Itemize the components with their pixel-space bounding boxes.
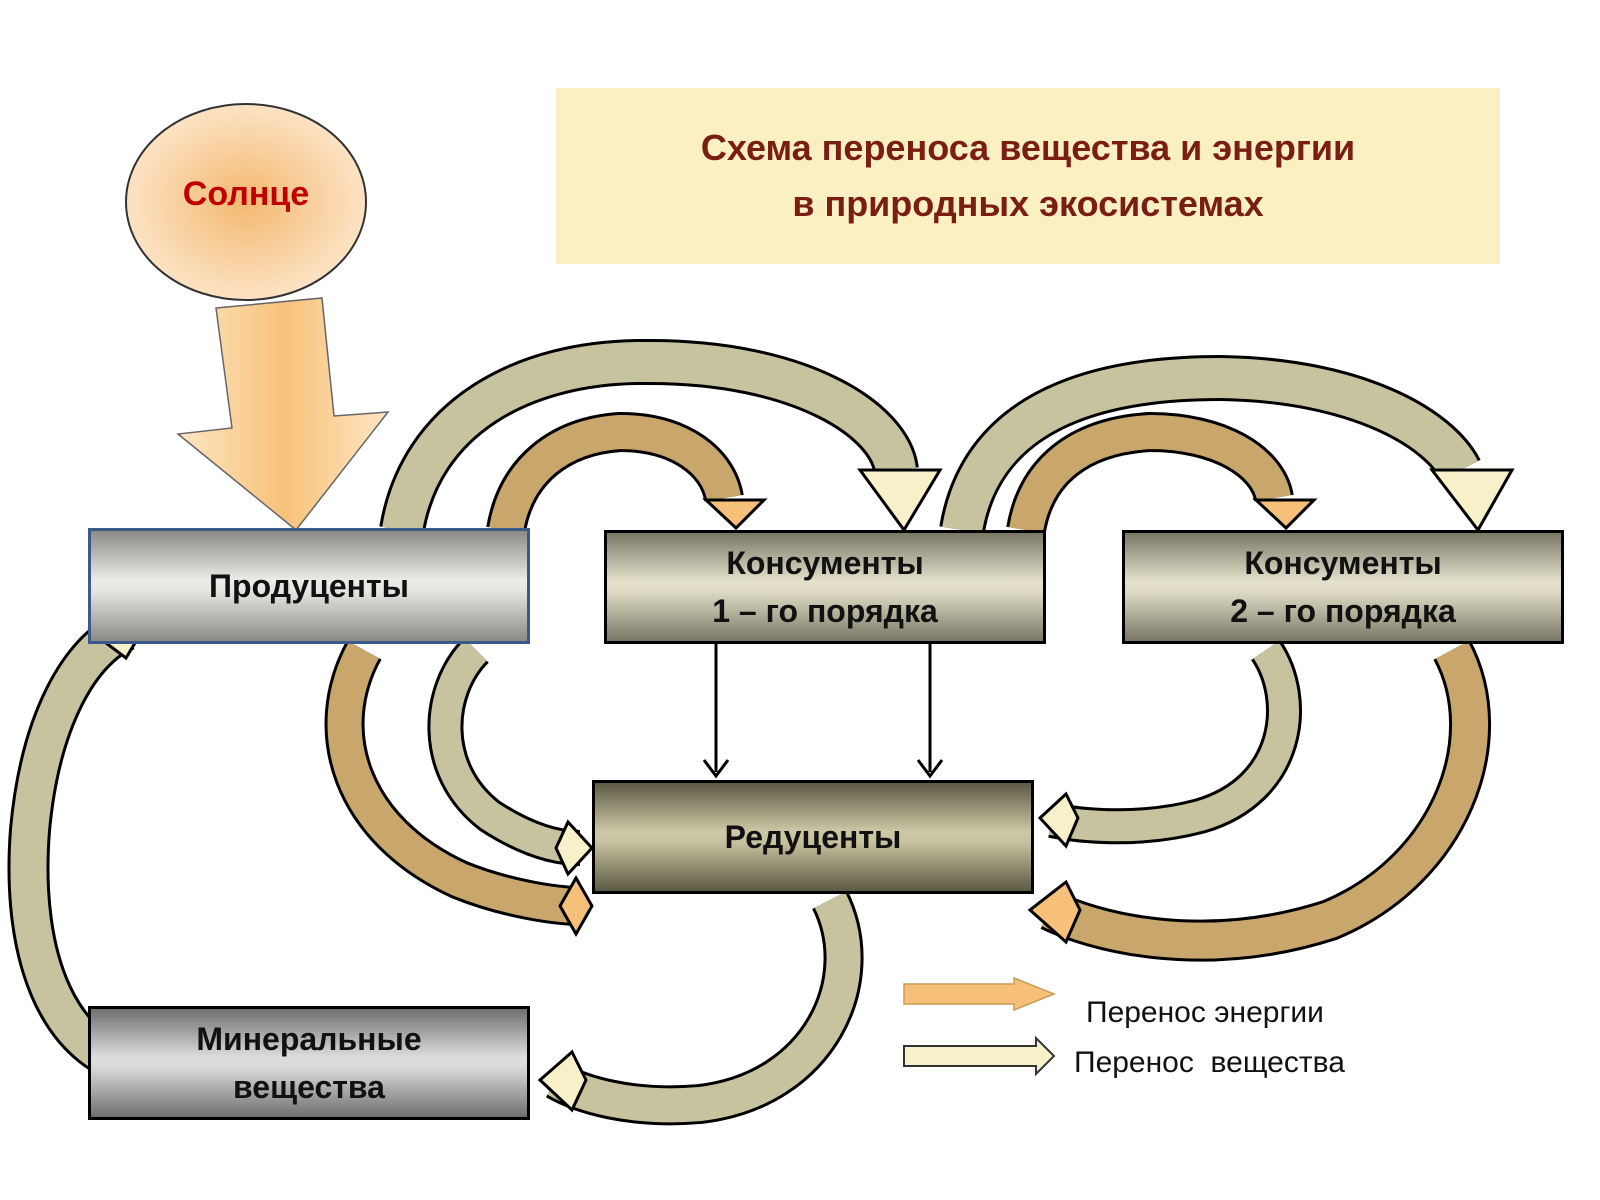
sunlight-arrow — [176, 297, 390, 532]
legend-energy-label: Перенос энергии — [1086, 996, 1324, 1029]
node-consumers-2: Консументы 2 – го порядка — [1122, 530, 1564, 644]
arrow-consumers1-to-consumers2 — [1006, 411, 1318, 535]
title-box: Схема переноса вещества и энергии в прир… — [556, 88, 1500, 264]
sun-shape — [125, 103, 367, 301]
minerals-line2: вещества — [233, 1069, 385, 1105]
consumers2-line1: Консументы — [1244, 545, 1442, 581]
minerals-line1: Минеральные — [196, 1021, 422, 1057]
consumers1-line2: 1 – го порядка — [712, 593, 938, 629]
arrow-producers-to-reducers-energy — [324, 640, 594, 938]
legend-energy-arrow — [903, 976, 1057, 1012]
arrow-consumers2-to-reducers-matter — [1037, 639, 1302, 849]
consumers1-line1: Консументы — [726, 545, 924, 581]
arrow-consumers1-to-reducers-left — [702, 644, 730, 779]
title-line2: в природных экосистемах — [792, 183, 1264, 224]
legend-matter-label: Перенос вещества — [1074, 1046, 1345, 1079]
arrow-consumers1-to-right-matter — [939, 354, 1515, 535]
sun-label: Солнце — [182, 175, 310, 213]
title-line1: Схема переноса вещества и энергии — [700, 127, 1356, 168]
legend-matter-arrow — [903, 1035, 1056, 1077]
arrow-producers-to-consumers2 — [379, 338, 943, 535]
arrow-producers-to-consumers1 — [486, 411, 768, 535]
arrow-producers-to-reducers-matter — [427, 637, 595, 877]
node-minerals: Минеральные вещества — [88, 1006, 530, 1120]
arrow-minerals-to-producers — [7, 599, 154, 1091]
node-reducers: Редуценты — [592, 780, 1034, 894]
reducers-label: Редуценты — [724, 819, 902, 855]
arrow-consumers1-to-reducers-right — [916, 644, 944, 779]
arrow-consumers2-to-reducers-energy — [1027, 640, 1492, 962]
producers-label: Продуценты — [209, 568, 409, 604]
arrow-reducers-to-minerals — [537, 891, 864, 1126]
node-producers: Продуценты — [88, 528, 530, 644]
consumers2-line2: 2 – го порядка — [1230, 593, 1456, 629]
node-consumers-1: Консументы 1 – го порядка — [604, 530, 1046, 644]
